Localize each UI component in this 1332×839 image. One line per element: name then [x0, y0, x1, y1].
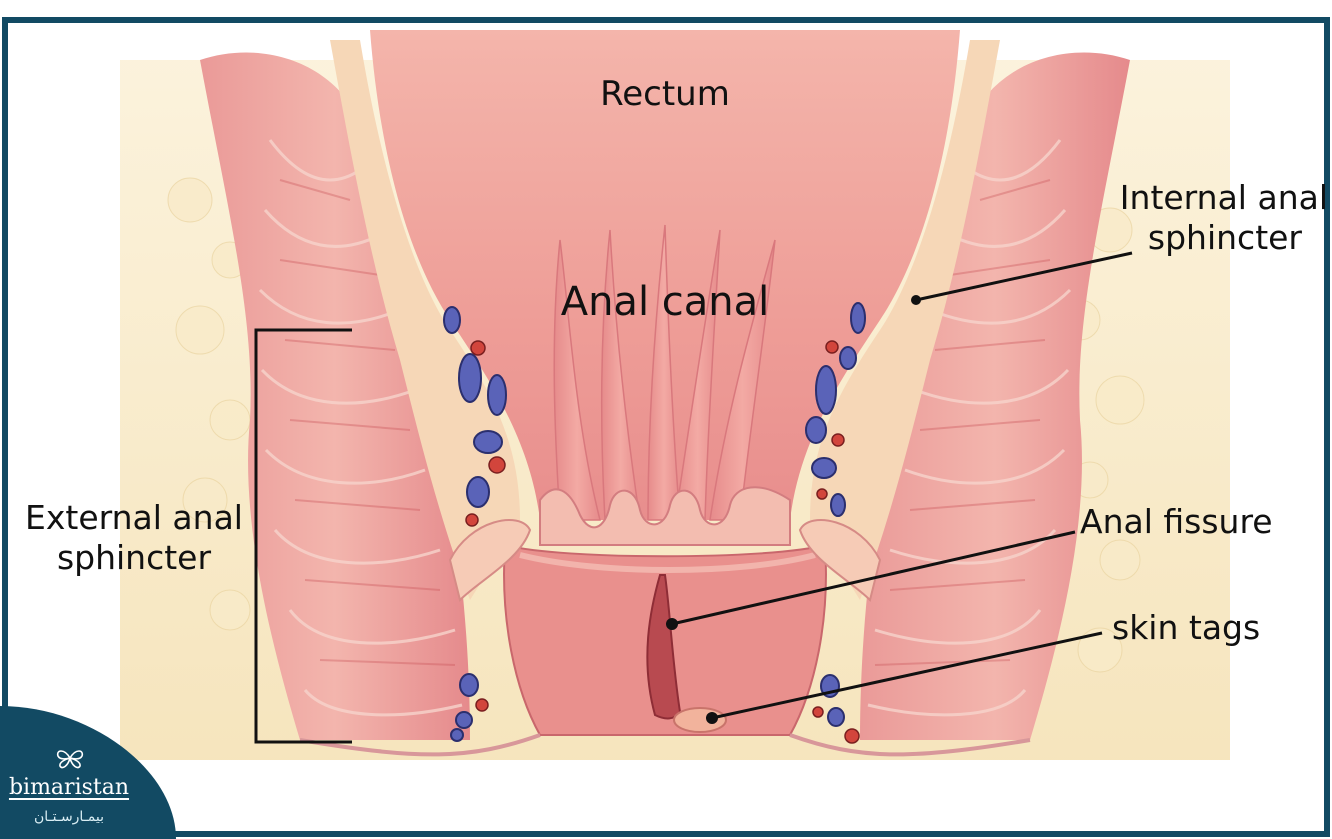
label-anal-fissure: Anal fissure	[1080, 502, 1273, 542]
skin-tag-shape	[674, 708, 726, 732]
label-anal-canal: Anal canal	[520, 278, 810, 327]
butterfly-icon	[54, 746, 86, 770]
label-external-anal-sphincter: External anal sphincter	[18, 498, 250, 579]
label-internal-line1: Internal anal	[1120, 178, 1328, 218]
label-internal-line2: sphincter	[1120, 218, 1328, 258]
label-rectum: Rectum	[560, 74, 770, 115]
label-external-line2: sphincter	[18, 538, 250, 578]
brand-logo-text: bimaristan	[6, 775, 132, 800]
label-skin-tags: skin tags	[1112, 608, 1260, 648]
label-internal-anal-sphincter: Internal anal sphincter	[1120, 178, 1328, 259]
label-external-line1: External anal	[18, 498, 250, 538]
brand-logo-arabic: بيمـارسـتـان	[6, 809, 132, 825]
